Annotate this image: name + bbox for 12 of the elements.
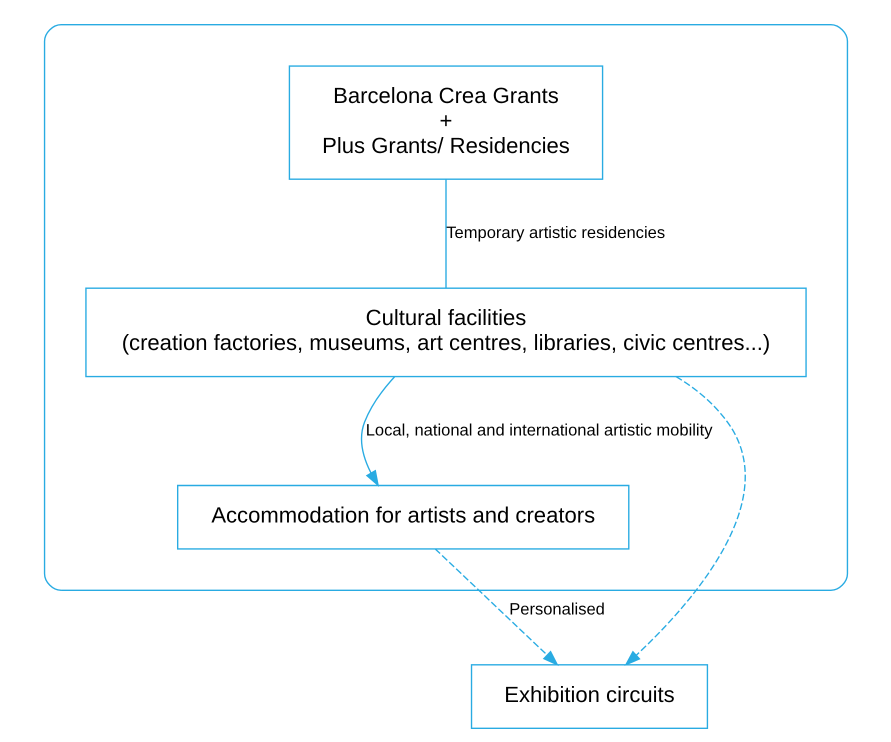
node-box: Accommodation for artists and creators bbox=[176, 484, 629, 550]
edge-label: Personalised bbox=[508, 600, 604, 619]
node-box: Barcelona Crea Grants + Plus Grants/ Residencies bbox=[288, 65, 603, 180]
arrow bbox=[624, 376, 746, 666]
cluster bbox=[43, 24, 848, 592]
node-box: Cultural facilities (creation factories, museums, art centres, libraries, civic centres...) bbox=[84, 288, 806, 378]
arrow bbox=[434, 548, 558, 666]
edge-label: Temporary artistic residencies bbox=[446, 223, 665, 242]
arrow bbox=[360, 376, 395, 487]
edge-label: Local, national and international artistic mobility bbox=[365, 420, 712, 440]
connector bbox=[444, 180, 446, 288]
node-box: Exhibition circuits bbox=[470, 664, 708, 729]
